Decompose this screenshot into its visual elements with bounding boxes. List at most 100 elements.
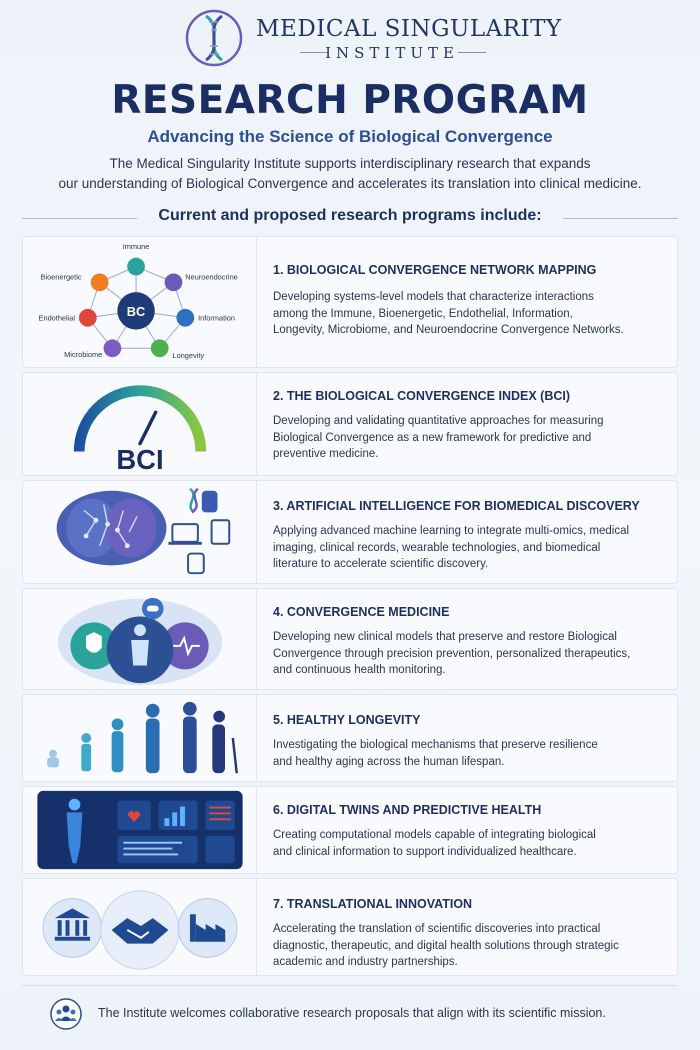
database-icon bbox=[201, 490, 218, 513]
footer-text: The Institute welcomes collaborative res… bbox=[98, 1006, 606, 1020]
section-heading: Current and proposed research programs i… bbox=[158, 207, 542, 224]
program-title: 4. CONVERGENCE MEDICINE bbox=[273, 605, 450, 619]
human-body-icon bbox=[66, 812, 83, 864]
information-icon bbox=[176, 308, 195, 327]
medicine-illustration bbox=[23, 589, 257, 689]
bci-label: BCI bbox=[116, 444, 163, 475]
program-description: Developing and validating quantitative a… bbox=[273, 413, 653, 463]
factory-icon bbox=[189, 914, 226, 942]
description-line: Investigating the biological mechanisms … bbox=[273, 739, 598, 751]
digital-twin-illustration bbox=[23, 787, 257, 873]
description-line: diagnostic, therapeutic, and digital hea… bbox=[273, 939, 619, 952]
org-name: MEDICAL SINGULARITY bbox=[256, 16, 562, 42]
program-title: 2. THE BIOLOGICAL CONVERGENCE INDEX (BCI… bbox=[273, 389, 571, 403]
heading-rule-left bbox=[22, 218, 137, 219]
program-description: Accelerating the translation of scientif… bbox=[273, 921, 653, 971]
description-line: preventive medicine. bbox=[273, 448, 379, 460]
digital-twin-dashboard-icon bbox=[37, 790, 243, 870]
description-line: Developing new clinical models that pres… bbox=[273, 631, 617, 643]
description-line: Biological Convergence as a new framewor… bbox=[273, 431, 592, 444]
heading-rule-right bbox=[563, 218, 678, 219]
microbiome-icon bbox=[103, 339, 122, 358]
neuroendocrine-icon bbox=[164, 273, 183, 292]
description-line: Accelerating the translation of scientif… bbox=[273, 923, 601, 935]
description-line: and healthy aging across the human lifes… bbox=[273, 755, 505, 768]
bci-gauge-icon: BCI bbox=[73, 385, 207, 475]
description-line: Creating computational models capable of… bbox=[273, 829, 596, 841]
org-sub-rule-right bbox=[458, 52, 486, 53]
life-stages-icon bbox=[47, 701, 238, 774]
collaboration-people-icon bbox=[50, 998, 82, 1030]
page-subtitle: Advancing the Science of Biological Conv… bbox=[147, 127, 553, 146]
convergence-medicine-illustration bbox=[57, 597, 223, 686]
org-sub-rule-left bbox=[300, 52, 328, 53]
bci-illustration: BCI bbox=[23, 373, 257, 475]
network-illustration: BC Immune Neuroendocrine Information Lon… bbox=[23, 237, 257, 367]
program-description: Developing systems-level models that cha… bbox=[273, 289, 653, 339]
node-label-longevity: Longevity bbox=[173, 351, 205, 360]
program-card-6: 6. DIGITAL TWINS AND PREDICTIVE HEALTH C… bbox=[22, 786, 678, 874]
description-line: Developing and validating quantitative a… bbox=[273, 415, 604, 427]
ai-brain-illustration bbox=[56, 487, 231, 575]
page-title: RESEARCH PROGRAM bbox=[111, 78, 589, 123]
longevity-icon bbox=[150, 339, 169, 358]
description-line: academic and industry partnerships. bbox=[273, 956, 458, 968]
intro-line: our understanding of Biological Converge… bbox=[58, 176, 642, 191]
description-line: imaging, clinical records, wearable tech… bbox=[273, 541, 601, 554]
description-line: Longevity, Microbiome, and Neuroendocrin… bbox=[273, 324, 624, 336]
intro-paragraph: The Medical Singularity Institute suppor… bbox=[40, 154, 660, 194]
program-description: Applying advanced machine learning to in… bbox=[273, 523, 653, 573]
intro-line: The Medical Singularity Institute suppor… bbox=[109, 156, 591, 171]
immune-icon bbox=[127, 257, 145, 276]
heart-icon bbox=[127, 810, 141, 823]
program-card-1: BC Immune Neuroendocrine Information Lon… bbox=[22, 236, 678, 368]
footer: The Institute welcomes collaborative res… bbox=[22, 985, 678, 1037]
network-diagram: BC Immune Neuroendocrine Information Lon… bbox=[39, 242, 238, 360]
section-heading-row: Current and proposed research programs i… bbox=[0, 207, 700, 229]
description-line: and clinical information to support indi… bbox=[273, 845, 577, 858]
description-line: among the Immune, Bioenergetic, Endothel… bbox=[273, 307, 573, 320]
header: MEDICAL SINGULARITY INSTITUTE bbox=[0, 0, 700, 80]
program-title: 1. BIOLOGICAL CONVERGENCE NETWORK MAPPIN… bbox=[273, 263, 597, 277]
program-description: Developing new clinical models that pres… bbox=[273, 629, 653, 679]
chart-icon bbox=[158, 800, 198, 830]
program-description: Investigating the biological mechanisms … bbox=[273, 737, 653, 770]
longevity-illustration bbox=[23, 695, 257, 781]
node-label-endothelial: Endothelial bbox=[39, 314, 76, 323]
bioenergetic-icon bbox=[90, 273, 109, 292]
partnership-illustration bbox=[42, 890, 238, 970]
program-description: Creating computational models capable of… bbox=[273, 827, 653, 860]
bc-center-node bbox=[117, 292, 155, 330]
program-card-3: 3. ARTIFICIAL INTELLIGENCE FOR BIOMEDICA… bbox=[22, 480, 678, 584]
description-line: and continuous health monitoring. bbox=[273, 664, 446, 676]
program-card-2: BCI 2. THE BIOLOGICAL CONVERGENCE INDEX … bbox=[22, 372, 678, 476]
institution-icon bbox=[54, 908, 91, 941]
document-icon bbox=[210, 519, 231, 545]
node-label-information: Information bbox=[198, 314, 235, 323]
program-title: 6. DIGITAL TWINS AND PREDICTIVE HEALTH bbox=[273, 803, 542, 817]
node-label-neuroendocrine: Neuroendocrine bbox=[185, 272, 237, 281]
description-line: Convergence through precision prevention… bbox=[273, 647, 631, 660]
description-line: Applying advanced machine learning to in… bbox=[273, 525, 630, 537]
program-card-5: 5. HEALTHY LONGEVITY Investigating the b… bbox=[22, 694, 678, 782]
org-subtitle: INSTITUTE bbox=[325, 44, 459, 62]
node-label-immune: Immune bbox=[123, 242, 150, 251]
dna-logo-icon bbox=[185, 9, 243, 67]
program-card-7: 7. TRANSLATIONAL INNOVATION Accelerating… bbox=[22, 878, 678, 976]
handshake-icon bbox=[111, 918, 169, 944]
program-card-4: 4. CONVERGENCE MEDICINE Developing new c… bbox=[22, 588, 678, 690]
program-title: 7. TRANSLATIONAL INNOVATION bbox=[273, 897, 473, 911]
description-line: literature to accelerate scientific disc… bbox=[273, 558, 489, 570]
dna-icon bbox=[189, 487, 195, 514]
program-title: 3. ARTIFICIAL INTELLIGENCE FOR BIOMEDICA… bbox=[273, 499, 640, 513]
node-label-microbiome: Microbiome bbox=[64, 350, 102, 359]
node-label-bioenergetic: Bioenergetic bbox=[41, 272, 82, 281]
endothelial-icon bbox=[78, 308, 97, 327]
smartwatch-icon bbox=[187, 552, 205, 575]
translation-illustration bbox=[23, 879, 257, 975]
description-line: Developing systems-level models that cha… bbox=[273, 291, 594, 303]
program-title: 5. HEALTHY LONGEVITY bbox=[273, 713, 421, 727]
laptop-icon bbox=[171, 523, 199, 543]
ai-illustration bbox=[23, 481, 257, 583]
bc-center-label: BC bbox=[127, 304, 145, 319]
